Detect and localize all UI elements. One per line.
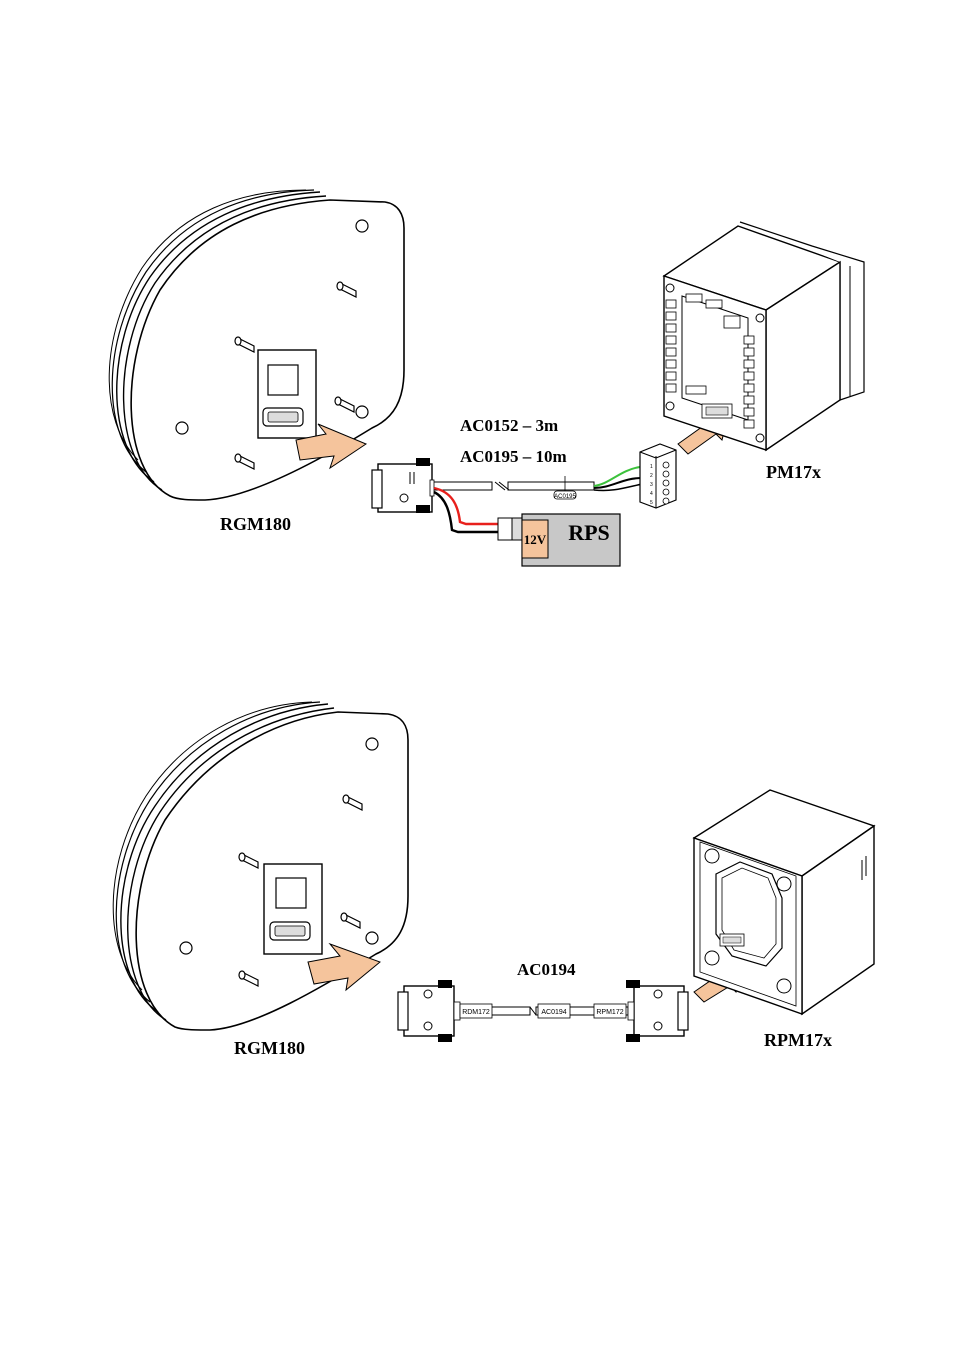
- cable-tag-rdm172: RDM172: [462, 1009, 490, 1016]
- diagram-rgm180-rpm17x: RDM172 AC0194 RPM172: [113, 702, 874, 1058]
- rps-power-supply: 12V RPS: [522, 514, 620, 566]
- rps-label: RPS: [568, 520, 610, 545]
- cable-label-ac0194: AC0194: [517, 960, 576, 979]
- rpm17x-device: [694, 790, 874, 1014]
- terminal-num-1: 1: [650, 464, 653, 470]
- cable-label-ac0195: AC0195 – 10m: [460, 447, 567, 466]
- cable-tag-1: AC0195: [554, 494, 576, 500]
- terminal-num-2: 2: [650, 473, 653, 479]
- rps-voltage: 12V: [524, 532, 547, 547]
- terminal-num-3: 3: [650, 482, 653, 488]
- pm17x-device: [664, 222, 864, 450]
- cable-label-ac0152: AC0152 – 3m: [460, 416, 558, 435]
- rgm180-device-2: [113, 702, 408, 1030]
- pm17x-label: PM17x: [766, 462, 821, 482]
- db15-connector-2: [398, 980, 460, 1042]
- cable-tag-rpm172: RPM172: [596, 1009, 623, 1016]
- terminal-block-1: 1 2 3 4 5: [640, 444, 676, 508]
- rgm180-label-1: RGM180: [220, 514, 291, 534]
- diagram-rgm180-pm17x: AC0195 12V RPS: [109, 190, 864, 566]
- db15-connector-3: [626, 980, 688, 1042]
- terminal-num-5: 5: [650, 500, 653, 506]
- cable-tag-ac0194: AC0194: [541, 1009, 566, 1016]
- cable-2: RDM172 AC0194 RPM172: [460, 1004, 628, 1018]
- rpm17x-label: RPM17x: [764, 1030, 832, 1050]
- rgm180-device-1: [109, 190, 404, 500]
- db15-connector-1: [372, 458, 434, 513]
- cable-1: AC0195: [432, 467, 642, 500]
- terminal-num-4: 4: [650, 491, 653, 497]
- rgm180-label-2: RGM180: [234, 1038, 305, 1058]
